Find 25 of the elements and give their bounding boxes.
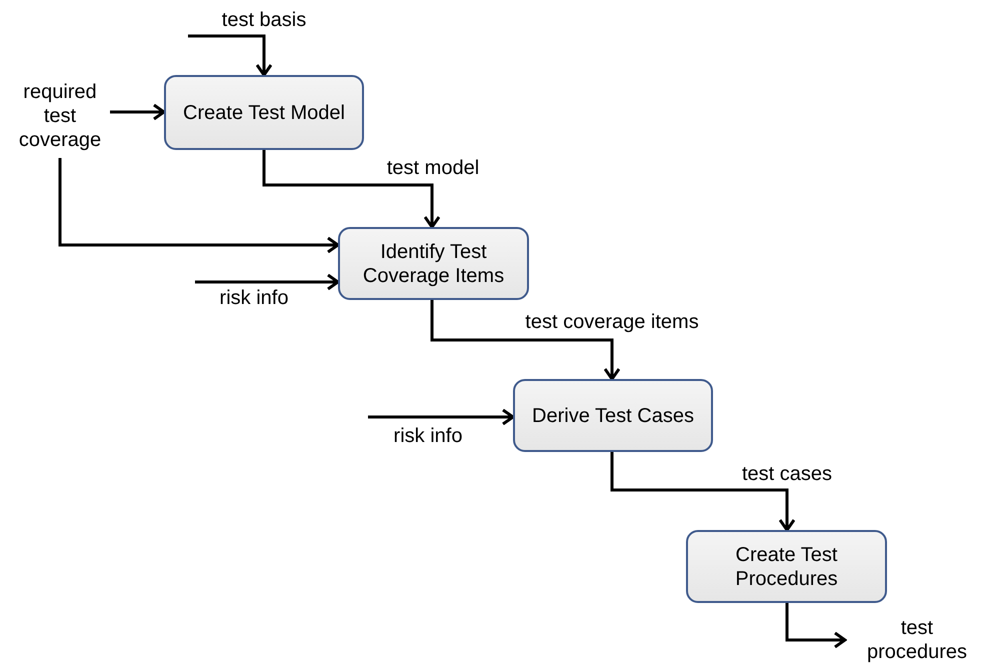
process-label: Derive Test Cases xyxy=(532,404,694,428)
arrow xyxy=(195,274,340,290)
arrow xyxy=(262,150,440,228)
process-label: Create Test Procedures xyxy=(734,542,839,590)
process-label: Identify Test Coverage Items xyxy=(362,240,506,288)
arrow xyxy=(368,408,514,426)
edge-label: risk info xyxy=(394,424,462,448)
arrow xyxy=(58,158,340,254)
edge-label: test cases xyxy=(742,462,832,486)
edge-label: risk info xyxy=(220,286,288,310)
process-label: Create Test Model xyxy=(183,100,345,124)
process-box xyxy=(338,227,529,300)
process-box xyxy=(164,75,364,150)
input-label: required test coverage xyxy=(18,80,102,152)
arrow xyxy=(786,603,846,648)
arrow xyxy=(610,452,796,532)
edge-label: test coverage items xyxy=(525,310,699,334)
arrow xyxy=(110,104,166,120)
arrow xyxy=(188,34,272,76)
edge-label: test basis xyxy=(222,8,306,32)
edge-label: test procedures xyxy=(866,616,968,664)
process-box xyxy=(686,530,887,603)
arrow xyxy=(430,300,620,380)
process-box xyxy=(513,379,713,452)
edge-label: test model xyxy=(386,156,480,180)
